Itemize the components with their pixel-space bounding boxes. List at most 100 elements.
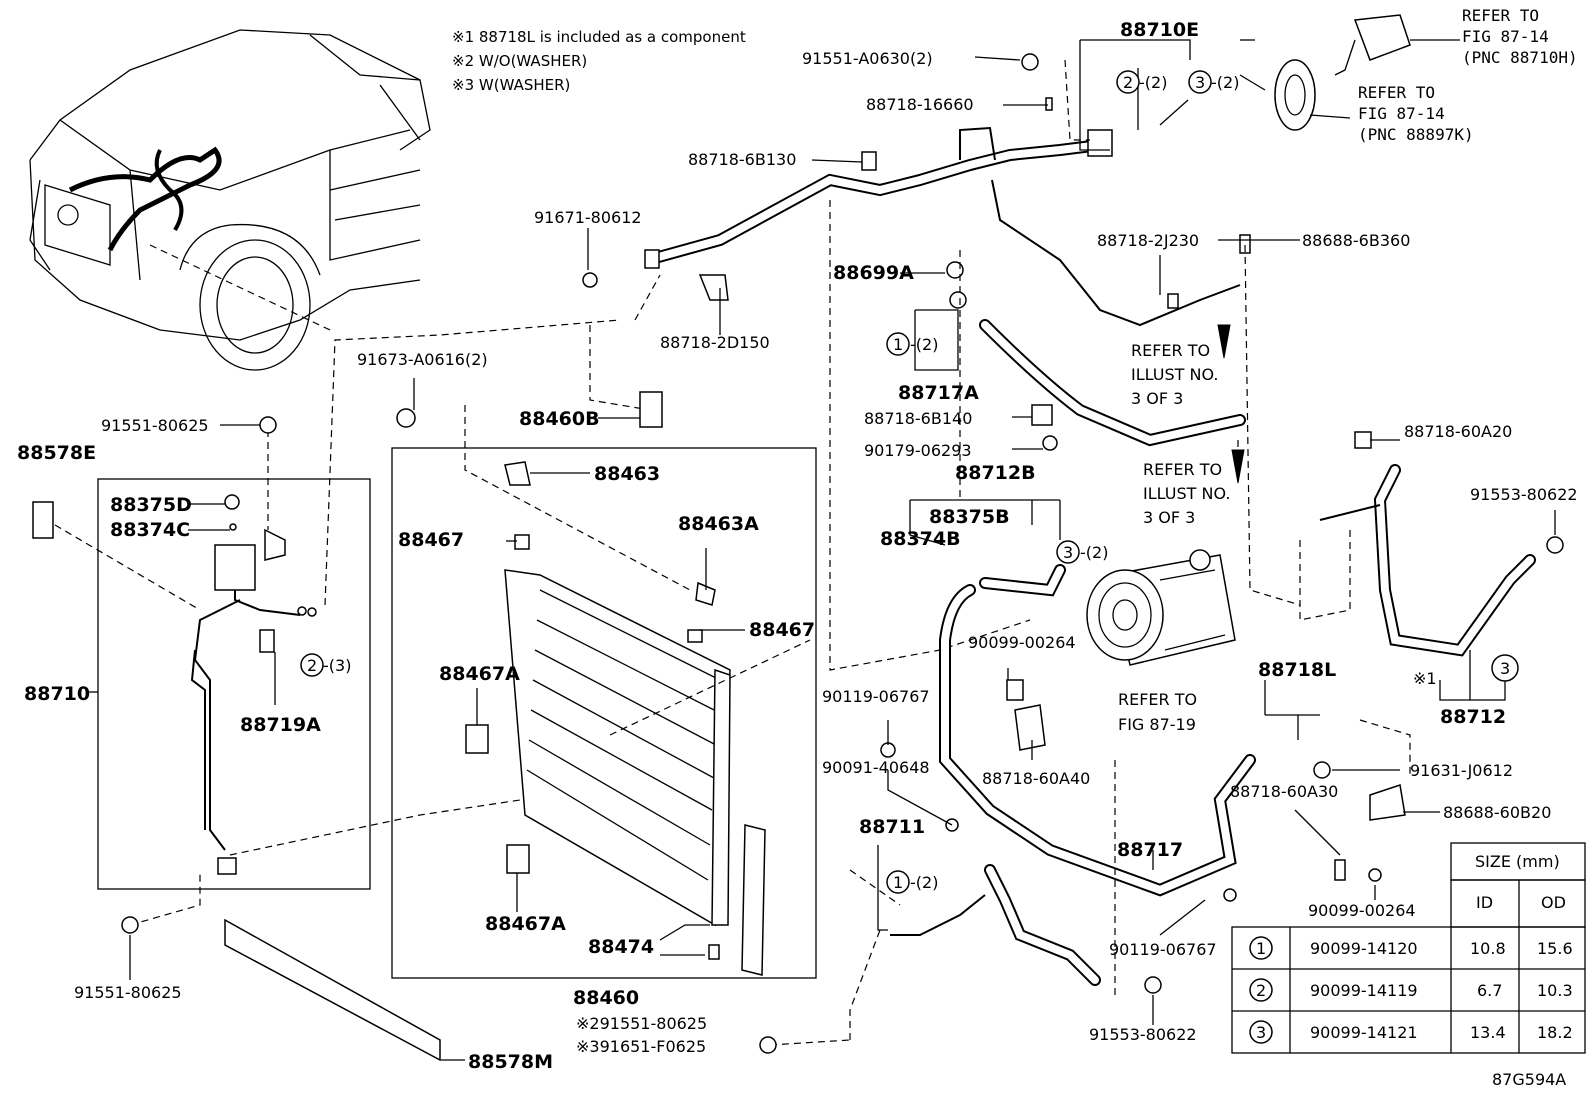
compressor	[1086, 549, 1236, 666]
size-row-1-mark: 1	[1256, 939, 1266, 958]
label-88467-b: 88467	[749, 619, 815, 641]
label-91551-80625-note2: ※291551-80625	[576, 1014, 707, 1033]
receiver-assembly-group	[54, 319, 621, 890]
qty-3-88712B: -(2)	[1080, 543, 1108, 562]
oring-marker-1-88711-label: 1	[893, 873, 903, 892]
oring-marker-2-top-label: 2	[1123, 73, 1133, 92]
label-88460B: 88460B	[519, 408, 600, 430]
direction-arrows	[1217, 324, 1245, 484]
label-90119-06767-b: 90119-06767	[1109, 940, 1217, 959]
label-88467A-a: 88467A	[439, 663, 520, 685]
qty-1-88711: -(2)	[910, 873, 938, 892]
label-88718-60A30: 88718-60A30	[1230, 782, 1338, 801]
oring-marker-3-88712	[1491, 654, 1519, 682]
oring-marker-2-88710-label: 2	[307, 656, 317, 675]
label-88374B: 88374B	[880, 528, 961, 550]
left-lower-parts	[32, 408, 441, 1062]
oring-size-table: SIZE (mm) ID OD 1 90099-14120 10.8 15.6 …	[1231, 842, 1586, 1054]
ref-fig-87-14-88897K-line2: FIG 87-14	[1358, 104, 1445, 123]
label-88710E: 88710E	[1120, 19, 1199, 41]
label-88578M: 88578M	[468, 1051, 553, 1073]
clutch-pulley	[1274, 59, 1316, 131]
label-88718-60A40: 88718-60A40	[982, 769, 1090, 788]
label-88718L: 88718L	[1258, 659, 1336, 681]
qty-2-88710: -(3)	[323, 656, 351, 675]
pressure-switch	[259, 629, 275, 653]
oring-marker-3-88712B	[1056, 540, 1080, 564]
ref-illust-3-lower-line1: REFER TO	[1143, 460, 1222, 479]
label-90091-40648: 90091-40648	[822, 758, 930, 777]
size-row-2-mark: 2	[1256, 981, 1266, 1000]
label-91671-80612: 91671-80612	[534, 208, 642, 227]
note-1: ※1 88718L is included as a component	[452, 28, 746, 46]
label-91551-80625-top: 91551-80625	[101, 416, 209, 435]
label-88718-2D150: 88718-2D150	[660, 333, 770, 352]
label-88375D: 88375D	[110, 494, 192, 516]
label-91673-A0616: 91673-A0616(2)	[357, 350, 488, 369]
label-88375B: 88375B	[929, 506, 1010, 528]
note-2: ※2 W/O(WASHER)	[452, 52, 587, 70]
label-88688-60B20: 88688-60B20	[1443, 803, 1551, 822]
size-table-header: SIZE (mm)	[1475, 852, 1560, 871]
size-row-2-id: 6.7	[1477, 981, 1502, 1000]
size-row-1-id: 10.8	[1470, 939, 1506, 958]
size-row-3-part: 90099-14121	[1310, 1023, 1418, 1042]
size-row-2-od: 10.3	[1537, 981, 1573, 1000]
size-row-1-od: 15.6	[1537, 939, 1573, 958]
size-row-2-part: 90099-14119	[1310, 981, 1418, 1000]
label-88699A: 88699A	[833, 262, 914, 284]
label-90119-06767-a: 90119-06767	[822, 687, 930, 706]
vehicle-illustration	[29, 29, 431, 371]
ref-fig-87-19-line1: REFER TO	[1118, 690, 1197, 709]
label-88718-16660: 88718-16660	[866, 95, 974, 114]
label-88718-60A20: 88718-60A20	[1404, 422, 1512, 441]
part-88578E	[32, 501, 54, 539]
oring-marker-1-88717A	[886, 332, 910, 356]
oring-marker-1-88717A-label: 1	[893, 335, 903, 354]
label-88467-a: 88467	[398, 529, 464, 551]
leader-lines	[86, 39, 1556, 1061]
lower-seal	[224, 918, 441, 1062]
ref-illust-3-lower-line3: 3 OF 3	[1143, 508, 1195, 527]
qty-1-88717A: -(2)	[910, 335, 938, 354]
label-91553-80622-bottom: 91553-80622	[1089, 1025, 1197, 1044]
note-3: ※3 W(WASHER)	[452, 76, 570, 94]
ref-illust-3-upper-line3: 3 OF 3	[1131, 389, 1183, 408]
oring-marker-3-88712-label: 3	[1500, 659, 1510, 678]
label-88474: 88474	[588, 936, 654, 958]
size-table-col-od: OD	[1541, 893, 1566, 912]
oring-marker-1-88711	[886, 870, 910, 894]
oring-marker-3-88712B-label: 3	[1063, 543, 1073, 562]
label-88374C: 88374C	[110, 519, 190, 541]
suction-hoses	[759, 14, 1564, 1054]
oring-marker-2-top	[1116, 70, 1140, 94]
label-91551-80625-bottom: 91551-80625	[74, 983, 182, 1002]
label-88717A: 88717A	[898, 382, 979, 404]
ref-fig-87-14-88710H-line1: REFER TO	[1462, 6, 1539, 25]
cross-references: REFER TO FIG 87-14 (PNC 88710H) REFER TO…	[1118, 6, 1578, 734]
label-88718-2J230: 88718-2J230	[1097, 231, 1199, 250]
oring-markers: 2 -(2) 3 -(2) 1 -(2) 2 -(3) 3 -(2) 1 -(2…	[300, 70, 1519, 894]
oring-marker-3-top-label: 3	[1195, 73, 1205, 92]
label-88711: 88711	[859, 816, 925, 838]
oring-marker-3-top	[1188, 70, 1212, 94]
label-88688-6B360: 88688-6B360	[1302, 231, 1410, 250]
label-88717: 88717	[1117, 839, 1183, 861]
qty-3-top: -(2)	[1211, 73, 1239, 92]
part-labels: 88710E 91551-A0630(2) 88718-16660 88718-…	[17, 19, 1578, 1073]
label-88710: 88710	[24, 683, 90, 705]
label-note1-marker: ※1	[1413, 669, 1437, 688]
receiver-body	[214, 544, 256, 591]
part-88460B	[639, 391, 663, 428]
label-90099-00264-a: 90099-00264	[968, 633, 1076, 652]
ref-fig-87-14-88710H-line2: FIG 87-14	[1462, 27, 1549, 46]
ref-illust-3-upper-line1: REFER TO	[1131, 341, 1210, 360]
label-88712B: 88712B	[955, 462, 1036, 484]
label-88467A-b: 88467A	[485, 913, 566, 935]
label-91551-A0630: 91551-A0630(2)	[802, 49, 933, 68]
size-row-3-id: 13.4	[1470, 1023, 1506, 1042]
condenser-core	[504, 569, 731, 927]
label-88719A: 88719A	[240, 714, 321, 736]
